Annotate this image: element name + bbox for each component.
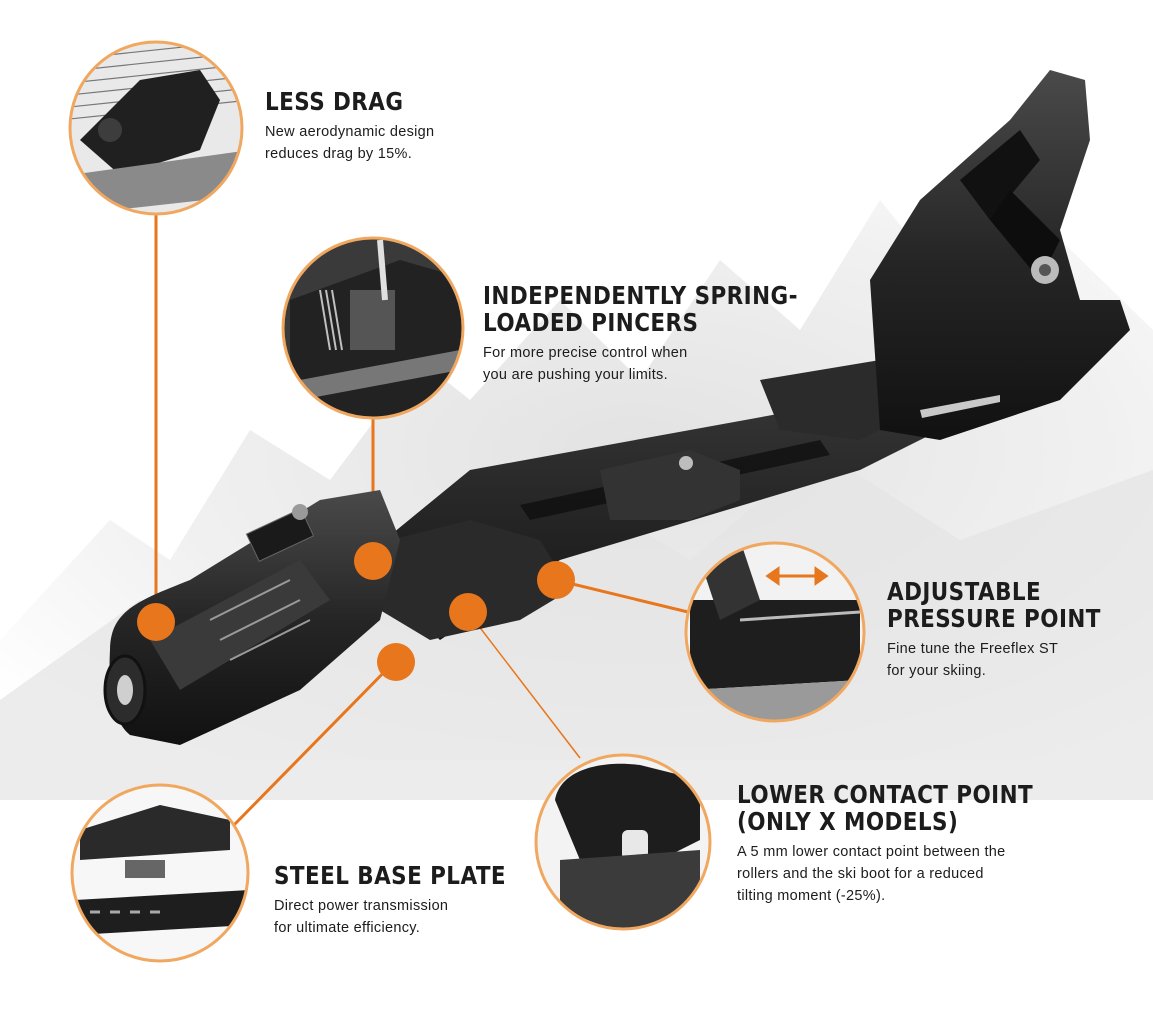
feature-description-line: reduces drag by 15%. (265, 146, 413, 162)
feature-title-line: PRESSURE POINT (887, 604, 1101, 633)
ski-binding-illustration (103, 70, 1130, 745)
feature-title-line: INDEPENDENTLY SPRING- (483, 281, 798, 310)
feature-title: ADJUSTABLE PRESSURE POINT (887, 578, 1101, 632)
feature-title-line: (ONLY X MODELS) (737, 807, 959, 836)
feature-description: For more precise control when you are pu… (483, 342, 849, 386)
feature-description-line: New aerodynamic design (265, 124, 435, 140)
feature-base-plate: STEEL BASE PLATE Direct power transmissi… (274, 862, 544, 939)
feature-description-line: for your skiing. (887, 663, 987, 679)
feature-description: Fine tune the Freeflex ST for your skiin… (887, 638, 1136, 682)
callout-dots (137, 542, 575, 681)
feature-description-line: For more precise control when (483, 345, 688, 361)
feature-title: INDEPENDENTLY SPRING- LOADED PINCERS (483, 282, 798, 336)
feature-description-line: Direct power transmission (274, 898, 449, 914)
feature-title-line: LESS DRAG (265, 87, 404, 116)
feature-description-line: tilting moment (-25%). (737, 888, 886, 904)
feature-title: STEEL BASE PLATE (274, 862, 506, 889)
feature-title: LESS DRAG (265, 88, 411, 115)
feature-title-line: LOWER CONTACT POINT (737, 780, 1034, 809)
feature-description-line: Fine tune the Freeflex ST (887, 641, 1059, 657)
feature-description-line: for ultimate efficiency. (274, 920, 421, 936)
feature-title-line: LOADED PINCERS (483, 308, 699, 337)
feature-title-line: ADJUSTABLE (887, 577, 1042, 606)
feature-description: A 5 mm lower contact point between the r… (737, 841, 1081, 907)
double-arrow-icon (765, 566, 829, 586)
feature-description-line: rollers and the ski boot for a reduced (737, 866, 984, 882)
feature-pincers: INDEPENDENTLY SPRING- LOADED PINCERS For… (483, 282, 849, 386)
detail-circle-pincers (281, 236, 465, 420)
feature-title-line: STEEL BASE PLATE (274, 861, 507, 890)
feature-description: Direct power transmission for ultimate e… (274, 895, 544, 939)
detail-circle-contact-point (534, 753, 712, 931)
feature-contact-point: LOWER CONTACT POINT (ONLY X MODELS) A 5 … (737, 781, 1081, 907)
feature-description: New aerodynamic design reduces drag by 1… (265, 121, 434, 165)
detail-circle-pressure-point (684, 541, 866, 723)
feature-title: LOWER CONTACT POINT (ONLY X MODELS) (737, 781, 1033, 835)
detail-circle-less-drag (68, 40, 244, 216)
feature-less-drag: LESS DRAG New aerodynamic design reduces… (265, 88, 434, 165)
feature-pressure-point: ADJUSTABLE PRESSURE POINT Fine tune the … (887, 578, 1136, 682)
detail-circle-base-plate (70, 783, 250, 963)
feature-description-line: you are pushing your limits. (483, 367, 668, 383)
feature-description-line: A 5 mm lower contact point between the (737, 844, 1006, 860)
